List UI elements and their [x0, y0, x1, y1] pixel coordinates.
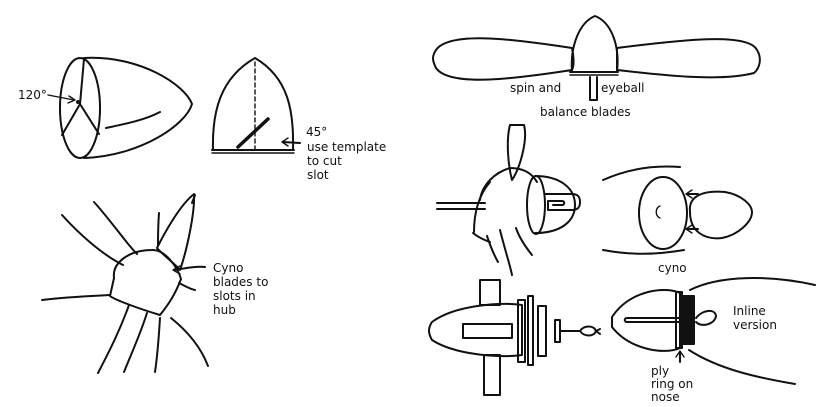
label-cyno-blades-line1: Cyno [213, 261, 244, 275]
label-cyno-blades-line3: slots in [213, 289, 256, 303]
label-nose: nose [651, 390, 680, 404]
hub-washer-assembly [428, 279, 601, 396]
cyno-joint [602, 165, 753, 255]
inline-version [611, 277, 816, 385]
spinner-120-divisions [47, 56, 193, 159]
hub-with-blades [41, 193, 209, 374]
label-angle-120: 120° [18, 88, 47, 102]
label-ring-on: ring on [651, 377, 694, 391]
label-use-template: use template [307, 140, 387, 154]
label-inline: Inline [733, 304, 766, 318]
spinner-side-clip [436, 124, 581, 276]
label-eyeball: eyeball [601, 81, 645, 95]
label-ply: ply [651, 364, 670, 378]
label-cyno-blades-line4: hub [213, 303, 236, 317]
label-spin-and: spin and [510, 81, 562, 95]
label-version: version [733, 318, 777, 332]
label-cyno-blades-line2: blades to [213, 275, 269, 289]
label-balance-blades: balance blades [540, 105, 631, 119]
label-to-cut: to cut [307, 154, 342, 168]
spinner-slot-profile [211, 57, 301, 154]
label-angle-45: 45° [306, 125, 328, 139]
label-slot: slot [307, 168, 329, 182]
prop-spinner-balance [432, 15, 761, 101]
label-cyno: cyno [658, 261, 687, 275]
